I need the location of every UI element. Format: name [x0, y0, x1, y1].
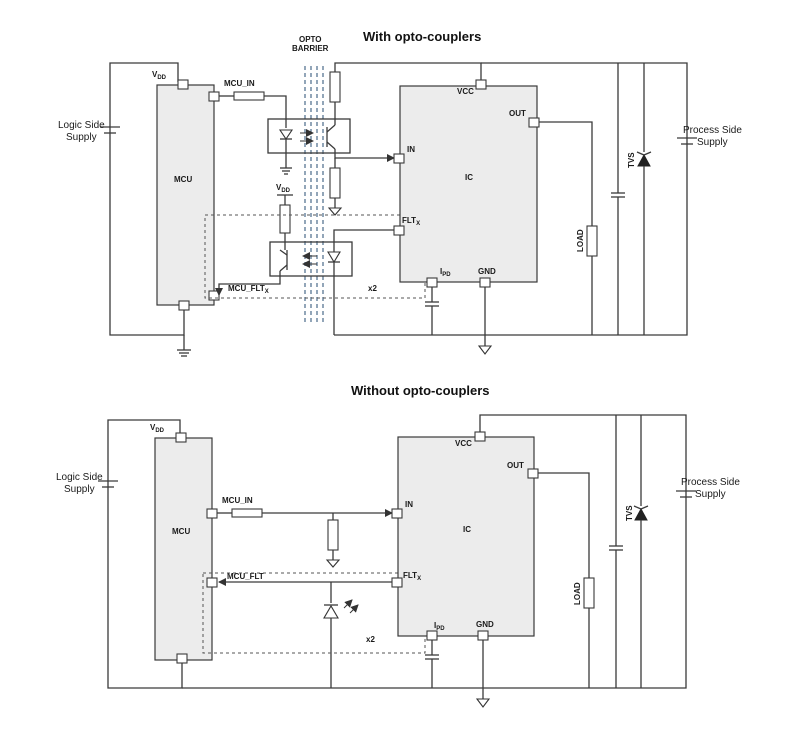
bottom-title: Without opto-couplers	[351, 383, 490, 398]
logic-supply-label-1b: Logic Side	[56, 472, 103, 483]
opto2-resistor	[279, 204, 291, 234]
ic-gnd-label-2: GND	[476, 620, 494, 629]
opto-led2-icon	[327, 251, 341, 264]
barrier-label-line1: OPTO	[299, 35, 322, 44]
ic-vcc-label: VCC	[457, 87, 474, 96]
logic-supply-label-2b: Supply	[64, 484, 95, 495]
load-resistor	[586, 225, 598, 257]
x2-group-2	[202, 572, 426, 654]
process-supply-label-1b: Process Side	[681, 477, 740, 488]
mcu-flt-pin	[208, 290, 220, 301]
mcu-vdd-label-2: VDD	[150, 423, 165, 434]
ic-ipd-pin	[426, 277, 438, 288]
pullup-resistor	[329, 71, 341, 103]
ic-vcc-label-2: VCC	[455, 439, 472, 448]
tvs-diode-icon-2	[634, 507, 648, 521]
process-supply-label-1: Process Side	[683, 125, 742, 136]
ic-gnd-pin-2	[477, 630, 489, 641]
load-label: LOAD	[576, 229, 585, 252]
ic-vcc-pin-2	[474, 431, 486, 442]
mcu-in-label-2: MCU_IN	[222, 496, 253, 505]
ic-out-pin-2	[527, 468, 539, 479]
logic-supply-label-2: Supply	[66, 132, 97, 143]
ic-out-label: OUT	[509, 109, 526, 118]
ic-out-label-2: OUT	[507, 461, 524, 470]
ic-in-pin	[393, 153, 405, 164]
x2-label: x2	[368, 284, 377, 293]
ic-vcc-pin	[475, 79, 487, 90]
mcu-in-pin-2	[206, 508, 218, 519]
ic-ipd-label-2: IPD	[434, 621, 445, 632]
ic-label-2: IC	[463, 525, 471, 534]
ic-in-label: IN	[407, 145, 415, 154]
ic-ground-arrow-icon-2	[475, 698, 491, 708]
mcu-flt-label: MCU_FLTX	[228, 284, 269, 295]
mcu-label-2: MCU	[172, 527, 190, 536]
opto-coupler-output	[269, 241, 353, 277]
ic-flt-label: FLTX	[402, 216, 420, 227]
barrier-label-line2: BARRIER	[292, 44, 329, 53]
mcu-gnd-pin	[178, 300, 190, 311]
phototransistor-icon	[326, 100, 336, 150]
mcu-label: MCU	[174, 175, 192, 184]
ic-ipd-label: IPD	[440, 267, 451, 278]
mcu-in-resistor	[233, 91, 265, 101]
x2-label-2: x2	[366, 635, 375, 644]
mcu-flt-pin-2	[206, 577, 218, 588]
ic-block-2	[397, 436, 535, 637]
ground-arrow-icon-2	[325, 559, 341, 568]
fault-led-icon	[323, 604, 339, 619]
process-supply-label-2: Supply	[697, 137, 728, 148]
ic-block	[399, 85, 538, 283]
ground-opto1-icon	[280, 167, 292, 175]
ic-label: IC	[465, 173, 473, 182]
opto-coupler-input	[267, 118, 351, 154]
mcu-gnd-pin-2	[176, 653, 188, 664]
mcu-in-label: MCU_IN	[224, 79, 255, 88]
opto-vdd-label: VDD	[276, 183, 291, 194]
mcu-in-pin	[208, 91, 220, 102]
ic-flt-label-2: FLTX	[403, 571, 421, 582]
ground-arrow-icon	[327, 207, 343, 216]
mcu-vdd-pin-2	[175, 432, 187, 443]
ic-in-label-2: IN	[405, 500, 413, 509]
logic-supply-label-1: Logic Side	[58, 120, 105, 131]
load-resistor-2	[583, 577, 595, 609]
process-supply-label-2b: Supply	[695, 489, 726, 500]
opto-led-icon	[278, 129, 294, 148]
top-schematic: With opto-couplers OPTO BARRIER Logic Si…	[58, 29, 742, 357]
tvs-diode-icon	[637, 153, 651, 167]
ic-out-pin	[528, 117, 540, 128]
ic-in-pin-2	[391, 508, 403, 519]
tvs-label-2: TVS	[625, 505, 634, 521]
tvs-label: TVS	[627, 152, 636, 168]
mcu-vdd-label: VDD	[152, 70, 167, 81]
opto-barrier	[304, 66, 324, 325]
phototransistor2-icon	[279, 249, 288, 272]
x2-group	[204, 214, 426, 299]
ic-flt-pin-2	[391, 577, 403, 588]
ic-gnd-pin	[479, 277, 491, 288]
pulldown-resistor	[329, 167, 341, 199]
top-title: With opto-couplers	[363, 29, 481, 44]
ground-symbol	[177, 349, 191, 357]
ic-flt-pin	[393, 225, 405, 236]
mcu-vdd-pin	[177, 79, 189, 90]
mcu-in-resistor-2	[231, 508, 263, 518]
mcu-block-2	[154, 437, 213, 661]
mcu-flt-label-2: MCU_FLT	[227, 572, 264, 581]
load-label-2: LOAD	[573, 582, 582, 605]
bottom-schematic: Without opto-couplers Logic Side Supply …	[56, 383, 740, 708]
ic-ground-arrow-icon	[477, 345, 493, 355]
ic-gnd-label: GND	[478, 267, 496, 276]
ic-ipd-pin-2	[426, 630, 438, 641]
pulldown-resistor-2	[327, 519, 339, 551]
